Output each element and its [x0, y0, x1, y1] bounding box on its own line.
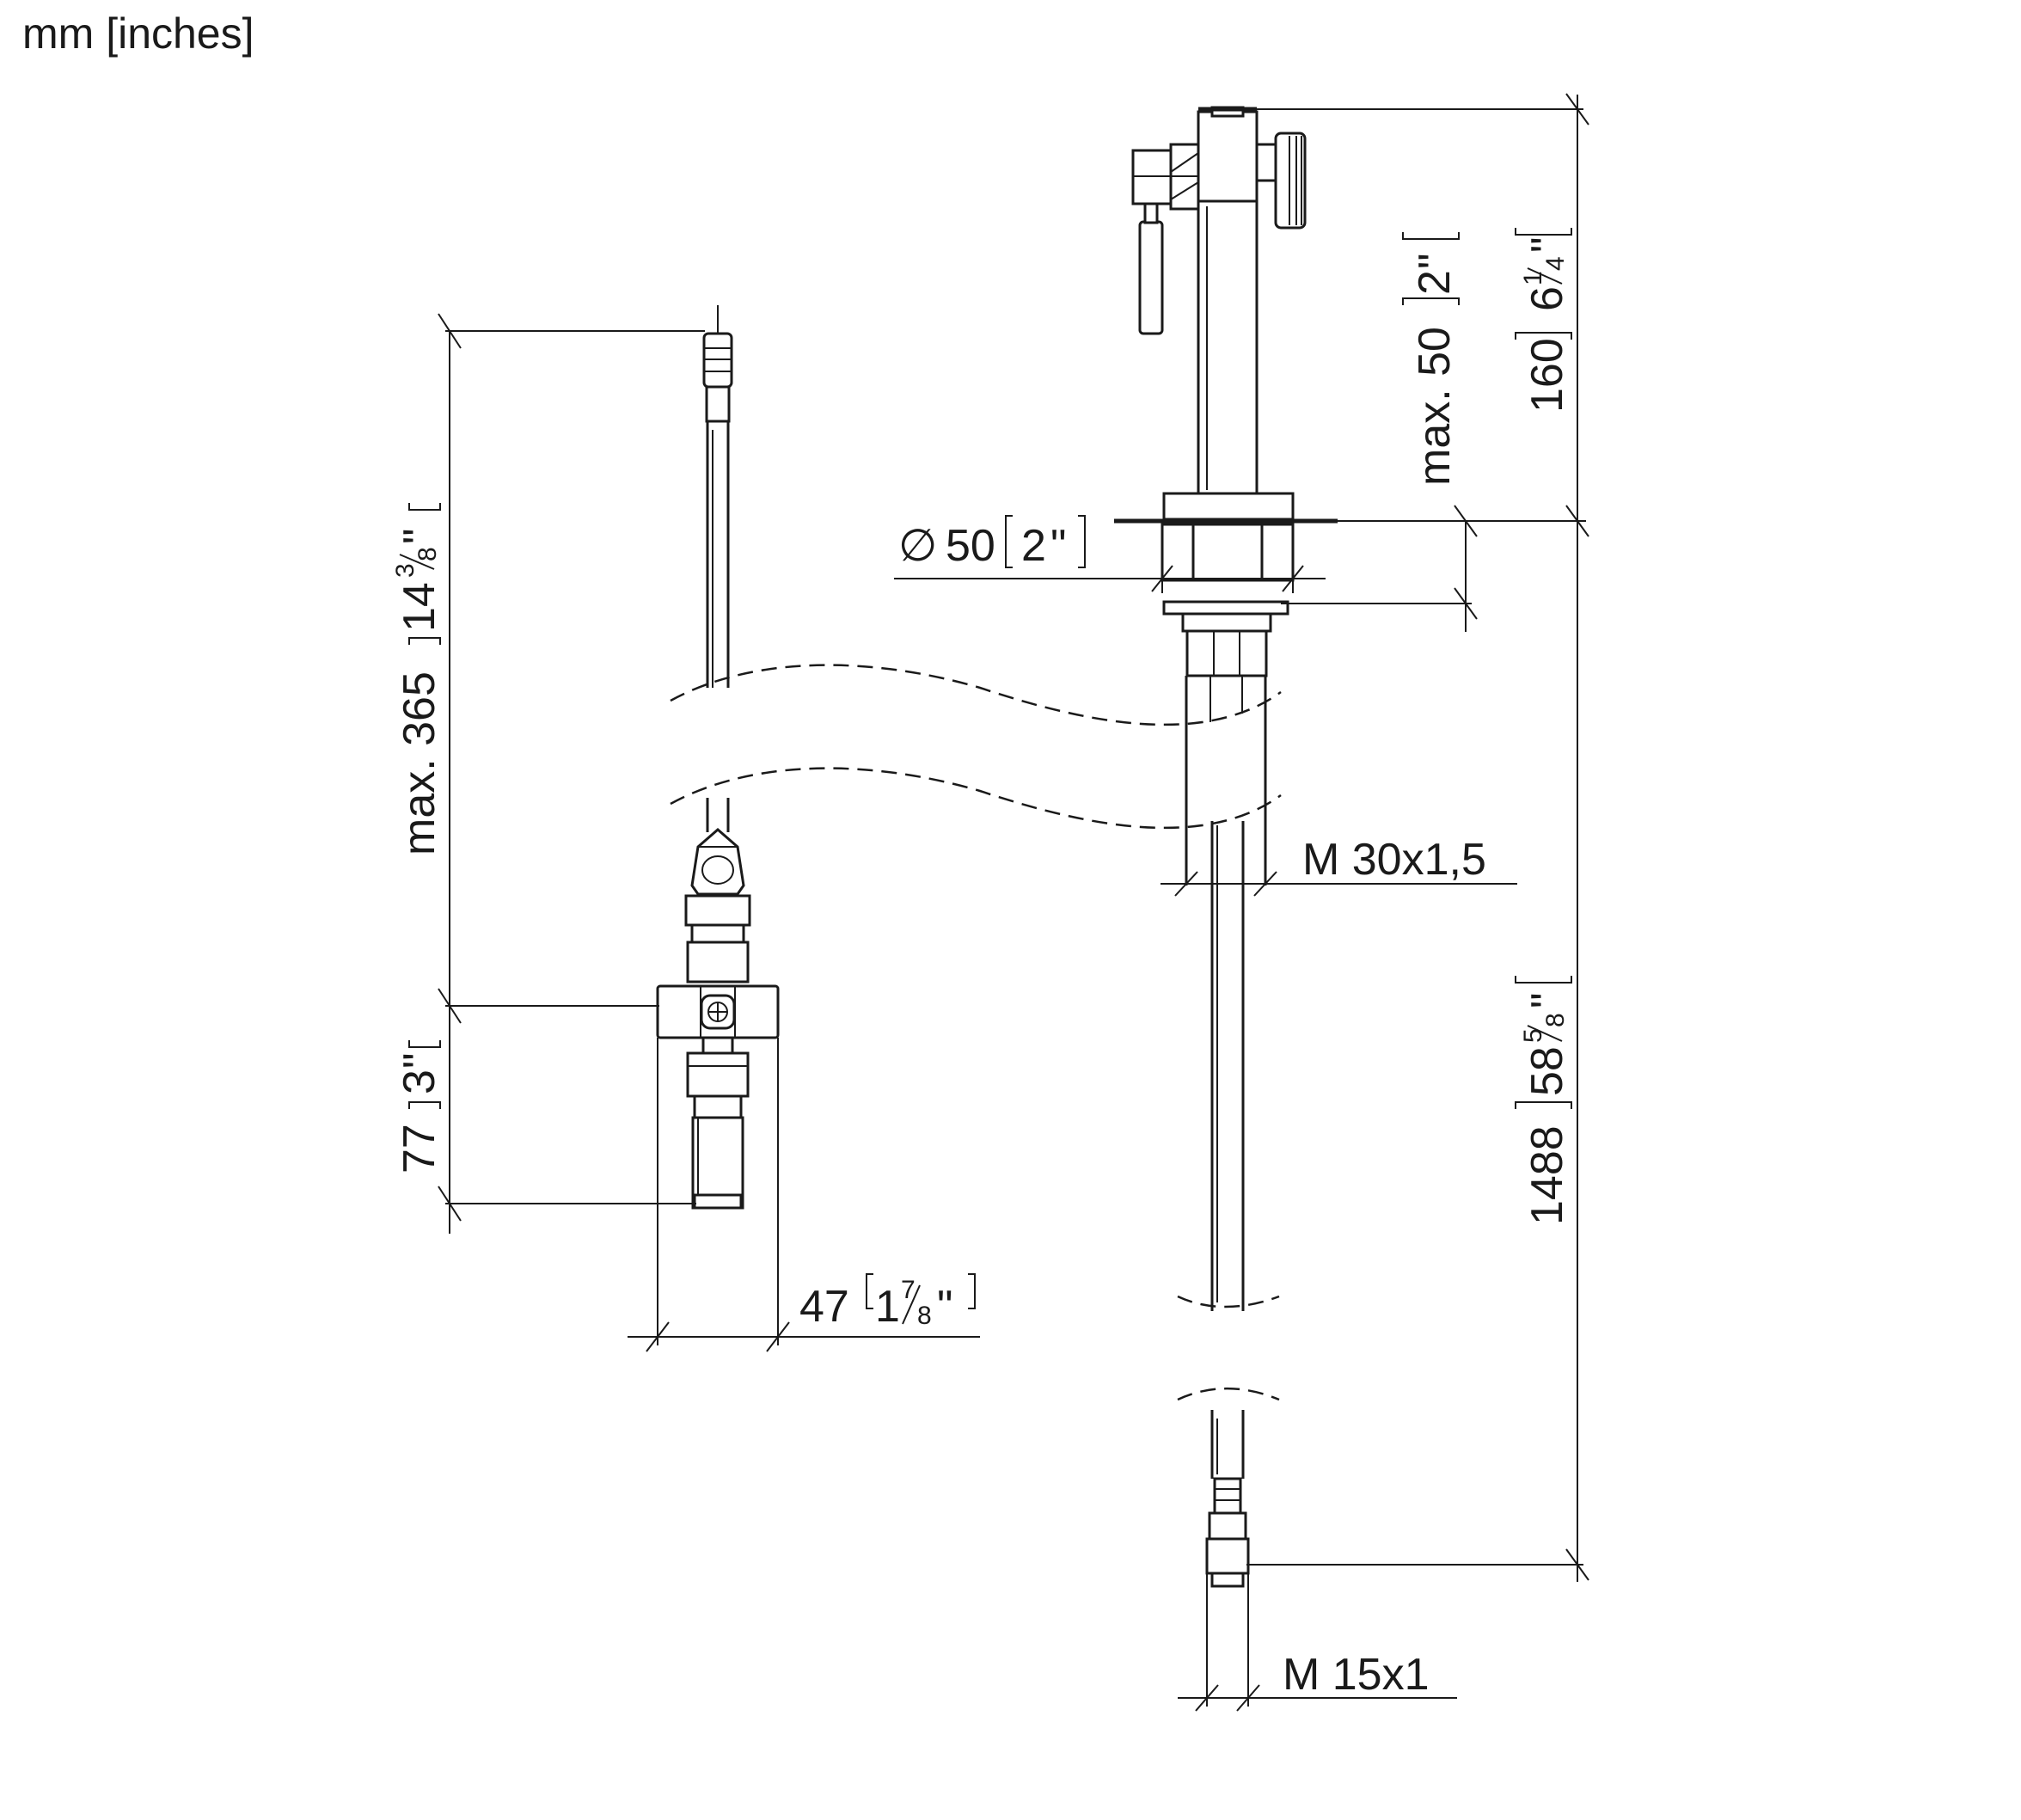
dim-max-50-mark: ": [1410, 254, 1460, 269]
dim-160-mark: ": [1522, 237, 1572, 253]
dim-47-mark: ": [937, 1282, 952, 1332]
dim-dia-50-mm: 50: [946, 521, 995, 571]
spray-head-assembly: [1114, 106, 1338, 1588]
dim-160-den: 4: [1541, 256, 1570, 271]
dim-77-mark: ": [395, 1053, 444, 1069]
dim-max-50-mm: max. 50: [1410, 327, 1460, 486]
dim-max-365-mark: ": [395, 529, 444, 544]
dim-dia-50: ∅ 50 2 ": [898, 521, 1066, 571]
hose-valve-assembly: [656, 305, 780, 1210]
dim-1488-num: 5: [1519, 1028, 1547, 1043]
dimension-lines: [438, 93, 1589, 1712]
dim-1488-mm: 1488: [1522, 1125, 1572, 1225]
break-lines: [670, 664, 1282, 1401]
dim-47-mm: 47: [799, 1282, 849, 1332]
dim-max-50-inch: 2: [1410, 270, 1460, 295]
dim-77: 77 3 ": [395, 1053, 444, 1174]
dim-max-50: max. 50 2 ": [1410, 254, 1460, 486]
diameter-icon: ∅: [898, 521, 937, 571]
dim-47-inch: 1: [875, 1282, 900, 1332]
dim-1488-inch: 58: [1522, 1046, 1572, 1096]
units-label: mm [inches]: [22, 9, 254, 58]
dim-77-inch: 3: [395, 1069, 444, 1094]
dim-dia-50-mark: ": [1050, 521, 1066, 571]
dim-47: 47 1 7 8 ": [799, 1276, 952, 1332]
dim-160-num: 1: [1519, 271, 1547, 285]
dim-1488: 1488 58 5 8 ": [1519, 993, 1572, 1225]
thread-m15-label: M 15x1: [1283, 1650, 1430, 1700]
thread-m30-label: M 30x1,5: [1302, 835, 1486, 885]
dim-47-den: 8: [917, 1302, 932, 1330]
dim-max-365: max. 365 14 3 8 ": [391, 529, 444, 855]
dim-160-inch: 6: [1522, 286, 1572, 311]
dim-160-mm: 160: [1522, 338, 1572, 413]
dim-max-365-mm: max. 365: [395, 671, 444, 855]
dim-max-365-den: 8: [413, 547, 442, 561]
dim-max-365-num: 3: [391, 563, 420, 578]
dim-77-mm: 77: [395, 1124, 444, 1174]
dim-47-num: 7: [901, 1276, 916, 1304]
dim-1488-mark: ": [1522, 993, 1572, 1008]
dim-dia-50-inch: 2: [1021, 521, 1046, 571]
dim-max-365-inch: 14: [395, 582, 444, 632]
dim-1488-den: 8: [1541, 1013, 1570, 1027]
inch-brackets: [408, 228, 1572, 1309]
dim-160: 160 6 1 4 ": [1519, 237, 1572, 413]
